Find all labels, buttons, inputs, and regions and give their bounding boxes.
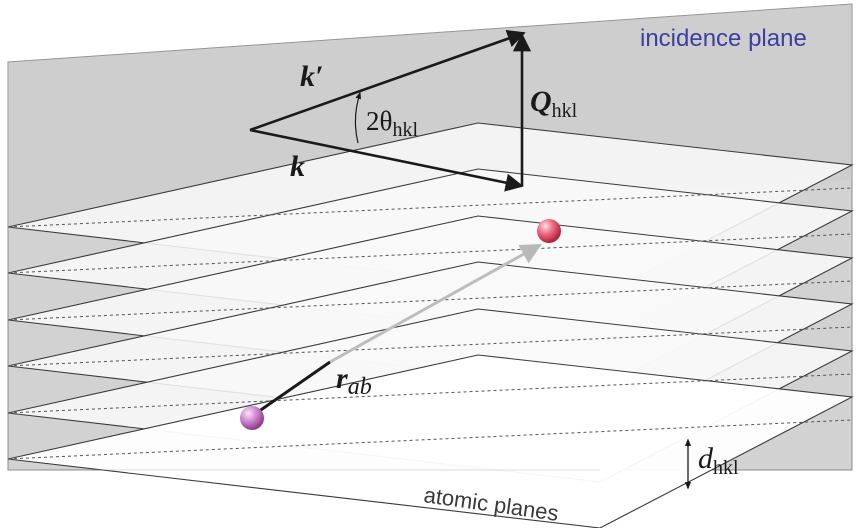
k-label: k — [290, 150, 305, 183]
two-theta-label: 2θhkl — [366, 106, 418, 141]
two-theta-arc — [354, 91, 361, 144]
incidence-plane-label: incidence plane — [640, 25, 807, 52]
scattering-vectors — [249, 29, 532, 192]
k-prime-label: k′ — [300, 60, 323, 93]
r-ab-label: rab — [336, 362, 372, 400]
q-label: Qhkl — [530, 85, 578, 122]
r-ab-vector — [254, 243, 542, 416]
plane-intersection-lines — [7, 187, 853, 460]
atomic-plane — [7, 354, 854, 528]
d-hkl-label: dhkl — [698, 442, 739, 479]
atom-a — [240, 406, 264, 430]
atomic-planes — [7, 122, 854, 528]
atom-b — [537, 219, 561, 243]
k-prime-vector — [249, 29, 526, 132]
k-vector — [249, 128, 524, 192]
